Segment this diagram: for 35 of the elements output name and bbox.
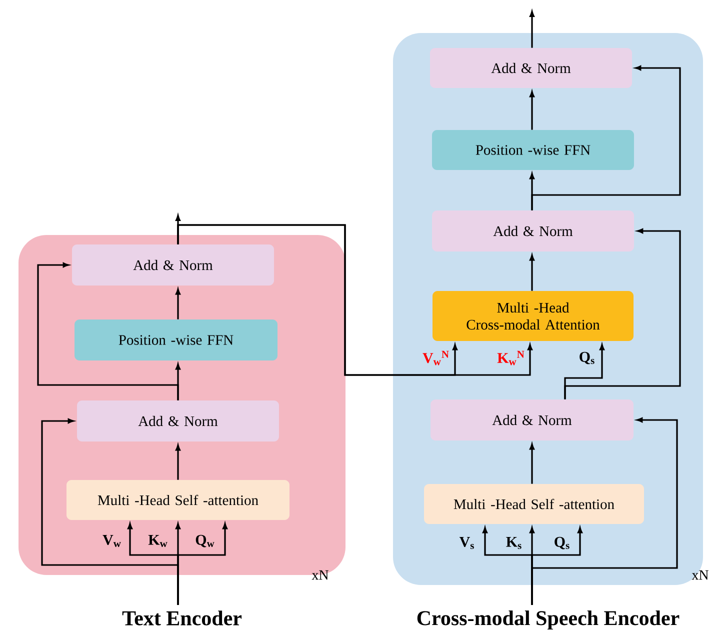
arrow (530, 10, 534, 48)
layer-box: Add & Norm (77, 400, 279, 442)
layer-box: Add & Norm (430, 48, 632, 88)
layer-box: Position -wise FFN (74, 320, 278, 360)
layer-box: Multi -Head Self -attention (424, 484, 644, 524)
arrow (531, 418, 678, 605)
repeat-label: xN (692, 570, 708, 580)
arrow (176, 288, 180, 320)
arrow (564, 228, 681, 400)
arrow (530, 91, 534, 130)
encoder-title: Text Encoder (122, 610, 242, 626)
input-label: V$_{w}$ (102, 534, 121, 548)
arrow (531, 66, 681, 210)
encoder-title: Cross-modal Speech Encoder (417, 610, 680, 630)
arrow (530, 444, 534, 484)
input-label: Q$_{w}$ (196, 534, 214, 548)
input-label: V$_{s}$ (459, 536, 474, 550)
input-label: V$_{w}$N (422, 350, 449, 366)
layer-box: Add & Norm (432, 210, 634, 252)
input-label: K$_{s}$ (506, 536, 522, 550)
arrow (37, 262, 179, 400)
layer-box: Add & Norm (72, 244, 274, 286)
arrow (41, 418, 179, 605)
input-label: K$_{w}$ (148, 534, 168, 548)
input-label: Q$_{s}$ (554, 536, 570, 550)
layer-box: Multi -Head Cross-modal Attention (432, 291, 634, 341)
layer-box: Add & Norm (430, 400, 634, 440)
arrow (530, 254, 534, 291)
layer-box: Multi -Head Self -attention (66, 480, 290, 520)
arrow (176, 444, 180, 480)
layer-box: Position -wise FFN (432, 130, 634, 170)
input-label: Q$_{s}$ (580, 352, 594, 364)
repeat-label: xN (312, 570, 328, 580)
input-label: K$_{w}$N (497, 350, 524, 366)
arrow (177, 224, 532, 376)
